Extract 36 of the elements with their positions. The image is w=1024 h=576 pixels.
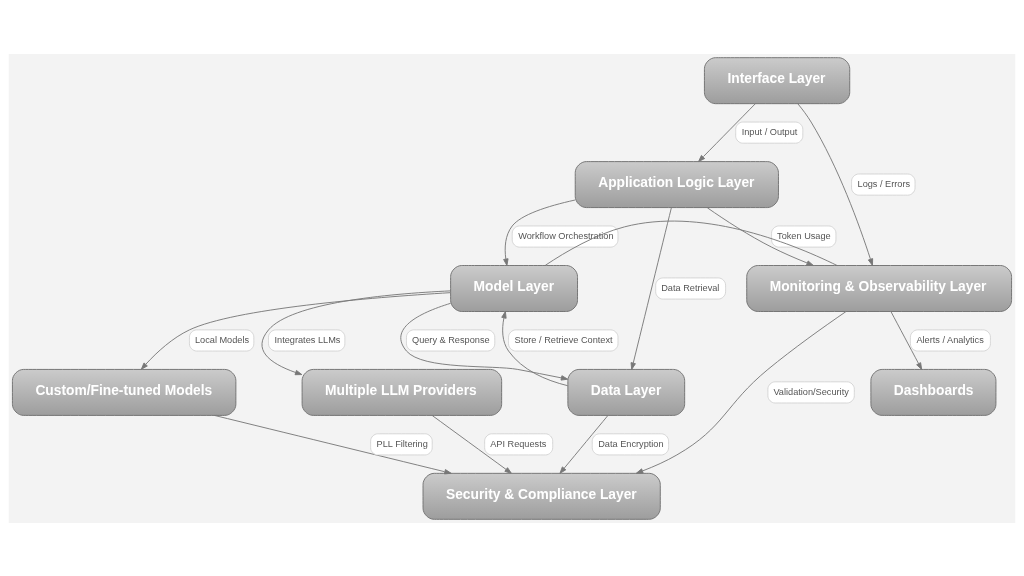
arrow <box>503 199 576 266</box>
edge-label: Query & Response <box>411 334 490 345</box>
edge-label: Local Models <box>194 334 250 345</box>
edge-label: Store / Retrieve Context <box>514 334 613 345</box>
node-box: Model Layer <box>450 264 578 312</box>
arrow <box>890 310 923 370</box>
node-box: Monitoring & Observability Layer <box>746 264 1013 312</box>
edge-label: Logs / Errors <box>857 178 911 189</box>
arrow <box>559 414 609 474</box>
edge-label: Data Retrieval <box>661 282 720 293</box>
edge-label: API Requests <box>490 438 547 449</box>
edge-label: Data Encryption <box>598 438 664 449</box>
arrow <box>431 414 512 474</box>
edge-label: Alerts / Analytics <box>916 334 984 345</box>
arrow <box>706 206 814 266</box>
arrow <box>635 310 847 474</box>
node-box: Custom/Fine-tuned Models <box>11 368 237 416</box>
node-box: Application Logic Layer <box>574 160 779 208</box>
node-box: Interface Layer <box>703 56 851 104</box>
arrow <box>214 414 452 474</box>
arrow <box>261 289 452 375</box>
arrow <box>400 302 569 381</box>
edge-label: PLL Filtering <box>376 438 428 449</box>
node-box: Dashboards <box>870 368 997 416</box>
edge-label: Token Usage <box>777 230 831 241</box>
arrow <box>797 102 874 266</box>
edge-label: Integrates LLMs <box>274 334 341 345</box>
node-box: Security & Compliance Layer <box>422 472 661 520</box>
arrow <box>501 310 569 386</box>
node-box: Multiple LLM Providers <box>301 368 503 416</box>
arrow <box>630 207 672 370</box>
edge-label: Validation/Security <box>773 386 849 397</box>
edge-label: Input / Output <box>741 126 798 137</box>
arrow <box>698 102 756 162</box>
node-box: Data Layer <box>567 368 686 416</box>
arrow <box>140 291 451 370</box>
